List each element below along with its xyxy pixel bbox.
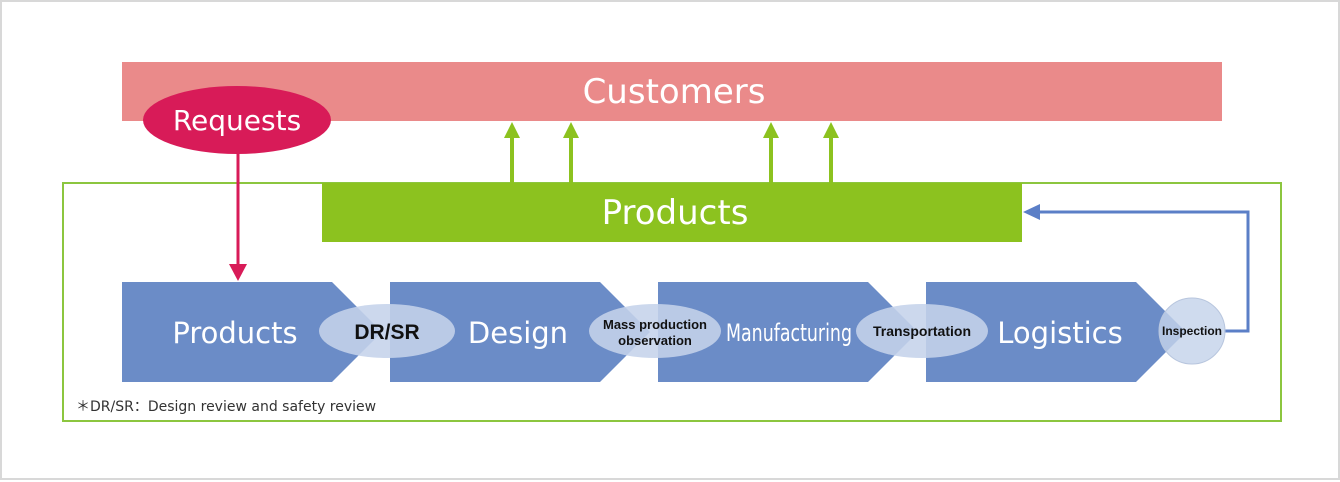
requests-arrow-head xyxy=(229,264,247,281)
requests-label: Requests xyxy=(173,104,301,137)
footnote: ＊DR/SR：Design review and safety review xyxy=(76,399,377,415)
customers-label: Customers xyxy=(583,72,766,112)
step-design xyxy=(390,282,650,382)
step-logistics xyxy=(926,282,1186,382)
delivery-arrows xyxy=(504,122,839,183)
step-manufacturing xyxy=(658,282,918,382)
checkpoint-inspection xyxy=(1158,297,1226,365)
up-arrow-3-head xyxy=(763,122,779,138)
products-bar xyxy=(322,183,1022,242)
requests-arrow xyxy=(229,152,247,281)
feedback-arrow-head xyxy=(1023,204,1040,220)
checkpoint-label-transportation: Transportation xyxy=(873,323,971,339)
checkpoint-label-mass-production-2: observation xyxy=(618,333,692,348)
step-label-manufacturing: Manufacturing xyxy=(726,319,852,347)
step-label-products: Products xyxy=(172,316,297,350)
process-steps xyxy=(122,282,1186,382)
up-arrow-2-head xyxy=(563,122,579,138)
checkpoint-label-dr-sr: DR/SR xyxy=(354,321,419,344)
requests-ellipse xyxy=(143,86,331,154)
checkpoint-label-inspection: Inspection xyxy=(1162,324,1222,338)
step-label-logistics: Logistics xyxy=(997,316,1122,350)
checkpoint-label-mass-production-1: Mass production xyxy=(603,317,707,332)
step-products xyxy=(122,282,382,382)
products-bar-label: Products xyxy=(602,193,749,233)
up-arrow-4-head xyxy=(823,122,839,138)
feedback-arrow xyxy=(1023,204,1250,333)
step-label-design: Design xyxy=(468,316,568,350)
checkpoint-transportation xyxy=(856,304,988,358)
up-arrow-1-head xyxy=(504,122,520,138)
checkpoint-mass-production xyxy=(589,304,721,358)
checkpoint-dr-sr xyxy=(319,304,455,358)
